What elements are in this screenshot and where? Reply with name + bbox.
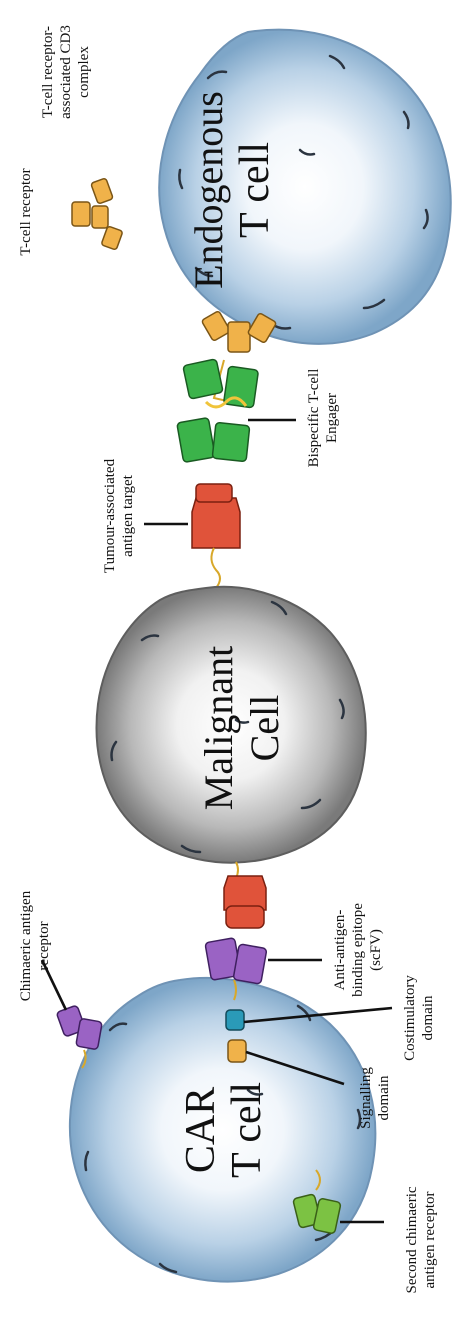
bite-label-line1: Bispecific T-cell	[306, 369, 322, 468]
car-label-line1: CAR	[178, 1087, 224, 1173]
tumour-antigen-top	[192, 484, 240, 588]
bite-label-line2: Engager	[324, 393, 340, 443]
cd3-subunit	[91, 178, 114, 204]
cd3-label-line1: T-cell receptor-	[40, 26, 56, 118]
bispecific-t-cell-engager	[177, 359, 259, 463]
car-label-text-line1: Chimaeric antigen	[18, 890, 34, 1001]
cd3-subunit	[101, 226, 123, 250]
costimulatory-domain	[226, 1010, 244, 1030]
endogenous-t-cell: Endogenous T cell	[159, 30, 450, 344]
cd3-label-line3: complex	[76, 46, 92, 98]
cd3-label-line2: associated CD3	[58, 25, 74, 119]
costim-label-line2: domain	[420, 995, 436, 1040]
signal-label-line1: Signalling	[358, 1067, 374, 1129]
car-label-line2: T cell	[224, 1082, 270, 1178]
tumour-antigen-bottom	[224, 862, 266, 928]
car-t-cell: CAR T cell	[70, 978, 375, 1282]
scfv-label-line2: binding epitope	[350, 903, 366, 997]
tcr-chain	[92, 206, 108, 228]
signal-label-line2: domain	[376, 1075, 392, 1120]
car-label-text-line2: receptor	[36, 921, 52, 970]
costim-label-line1: Costimulatory	[402, 975, 418, 1061]
second-car-label-line2: antigen receptor	[422, 1191, 438, 1288]
tcr-chain	[72, 202, 90, 226]
taa-label-line1: Tumour-associated	[102, 458, 118, 573]
malignant-label-line1: Malignant	[196, 646, 241, 810]
malignant-label-line2: Cell	[242, 695, 287, 762]
signalling-domain	[228, 1040, 246, 1062]
scfv-label-line1: Anti-antigen-	[332, 910, 348, 991]
second-car-label-line1: Second chimaeric	[404, 1186, 420, 1293]
malignant-cell: Malignant Cell	[97, 587, 366, 863]
t-cell-receptor-complex	[72, 178, 123, 250]
taa-label-line2: antigen target	[120, 474, 136, 557]
endogenous-label-line1: Endogenous	[186, 91, 231, 289]
scfv-label-line3: (scFV)	[368, 929, 384, 971]
tcr-label: T-cell receptor	[18, 168, 34, 255]
endogenous-label-line2: T cell	[232, 142, 278, 238]
